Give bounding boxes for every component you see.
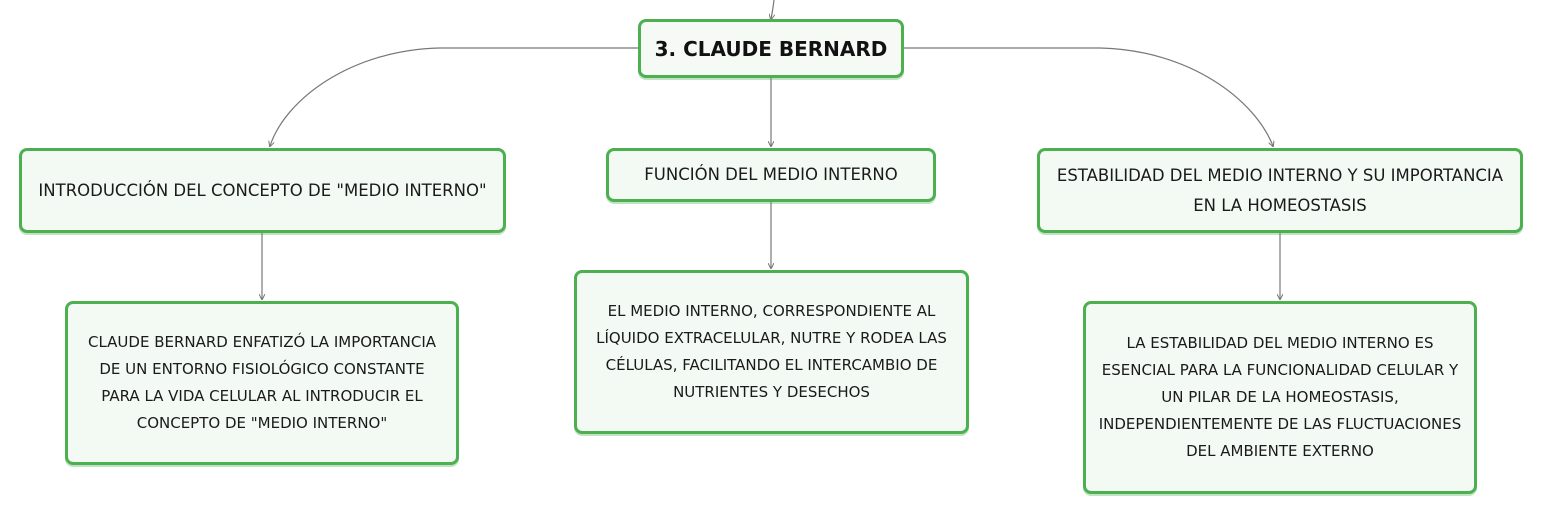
- connector-root-to-intro: [270, 47, 638, 146]
- detail-intro-node[interactable]: CLAUDE BERNARD ENFATIZÓ LA IMPORTANCIA D…: [65, 301, 459, 465]
- branch-estabilidad-title: ESTABILIDAD DEL MEDIO INTERNO Y SU IMPOR…: [1056, 165, 1504, 215]
- detail-estabilidad-text: LA ESTABILIDAD DEL MEDIO INTERNO ES ESEN…: [1098, 334, 1462, 460]
- detail-funcion-node[interactable]: EL MEDIO INTERNO, CORRESPONDIENTE AL LÍQ…: [574, 270, 969, 434]
- root-topic-label: 3. CLAUDE BERNARD: [654, 36, 888, 61]
- detail-estabilidad-node[interactable]: LA ESTABILIDAD DEL MEDIO INTERNO ES ESEN…: [1083, 301, 1477, 494]
- root-topic-node[interactable]: 3. CLAUDE BERNARD: [638, 19, 904, 78]
- detail-funcion-text: EL MEDIO INTERNO, CORRESPONDIENTE AL LÍQ…: [596, 302, 947, 401]
- branch-funcion-title: FUNCIÓN DEL MEDIO INTERNO: [644, 165, 898, 184]
- connector-root-to-estabilidad: [904, 47, 1273, 146]
- detail-intro-text: CLAUDE BERNARD ENFATIZÓ LA IMPORTANCIA D…: [87, 333, 437, 432]
- branch-estabilidad-node[interactable]: ESTABILIDAD DEL MEDIO INTERNO Y SU IMPOR…: [1037, 148, 1523, 233]
- branch-funcion-node[interactable]: FUNCIÓN DEL MEDIO INTERNO: [606, 148, 936, 202]
- branch-intro-node[interactable]: INTRODUCCIÓN DEL CONCEPTO DE "MEDIO INTE…: [19, 148, 506, 233]
- connector-incoming-root: [771, 0, 774, 19]
- branch-intro-title: INTRODUCCIÓN DEL CONCEPTO DE "MEDIO INTE…: [38, 180, 487, 200]
